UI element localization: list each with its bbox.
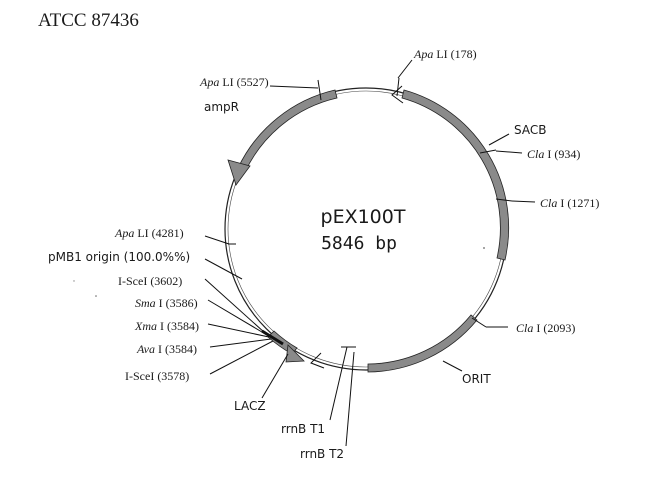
feature-orit-arc xyxy=(367,314,478,373)
leader-rrnbt2 xyxy=(345,351,355,447)
site-tick-apali5527 xyxy=(317,79,322,101)
label-sacb: SACB xyxy=(514,123,546,137)
leader-avai3584 xyxy=(209,338,272,348)
plasmid-size: 5846 bp xyxy=(321,233,397,254)
site-tick-apali178 xyxy=(396,77,400,97)
plasmid-name: pEX100T xyxy=(321,206,406,228)
leader-apali5527 xyxy=(269,85,319,89)
site-tick-mcs xyxy=(261,329,284,346)
label-scei3578: I-SceI (3578) xyxy=(125,369,189,383)
label-xmai3584: Xma I (3584) xyxy=(134,319,199,333)
label-pmb1: pMB1 origin (100.0%%) xyxy=(48,250,190,264)
speck-3 xyxy=(73,280,75,282)
label-scei3602: I-SceI (3602) xyxy=(118,274,182,288)
leader-clai934 xyxy=(495,150,523,154)
accession-title: ATCC 87436 xyxy=(38,10,139,31)
label-clai2093: Cla I (2093) xyxy=(516,321,575,335)
label-rrnbt2: rrnB T2 xyxy=(300,447,344,461)
feature-ampr-arrowhead xyxy=(227,159,251,186)
leader-clai1271 xyxy=(511,200,536,203)
label-clai1271: Cla I (1271) xyxy=(540,196,599,210)
label-lacz: LACZ xyxy=(234,399,266,413)
leader-scei3578 xyxy=(209,340,274,375)
site-tick-clai1271 xyxy=(495,198,513,202)
label-smai3586: Sma I (3586) xyxy=(135,296,198,310)
feature-sacb-arc xyxy=(401,89,510,261)
leader-lacz xyxy=(261,353,289,399)
leader-sacb xyxy=(488,133,510,146)
leader-scei3602 xyxy=(204,278,266,334)
label-apali4281: Apa LI (4281) xyxy=(114,226,184,240)
feature-ampr-arc xyxy=(237,89,338,173)
label-orit: ORIT xyxy=(462,372,491,386)
backbone-arrow-top xyxy=(391,85,404,104)
label-apali5527: Apa LI (5527) xyxy=(199,75,269,89)
speck-2 xyxy=(95,295,97,297)
leader-orit xyxy=(442,360,463,372)
leader-xmai3584 xyxy=(207,323,270,338)
leader-pmb1 xyxy=(204,258,243,280)
speck-1 xyxy=(483,247,485,249)
backbone-arrow-bottom xyxy=(310,352,325,369)
label-clai934: Cla I (934) xyxy=(527,147,580,161)
label-avai3584: Ava I (3584) xyxy=(136,342,197,356)
label-ampr: ampR xyxy=(204,100,239,114)
feature-lacz-arrowhead xyxy=(285,344,305,363)
label-rrnbt1: rrnB T1 xyxy=(281,422,325,436)
leader-smai3586 xyxy=(207,299,268,336)
leader-apali4281 xyxy=(204,235,230,245)
label-apali178: Apa LI (178) xyxy=(413,47,477,61)
site-tick-clai2093 xyxy=(471,317,487,328)
site-tick-clai934 xyxy=(479,149,497,154)
leader-apali178 xyxy=(397,59,413,79)
leader-rrnbt1 xyxy=(329,346,348,421)
